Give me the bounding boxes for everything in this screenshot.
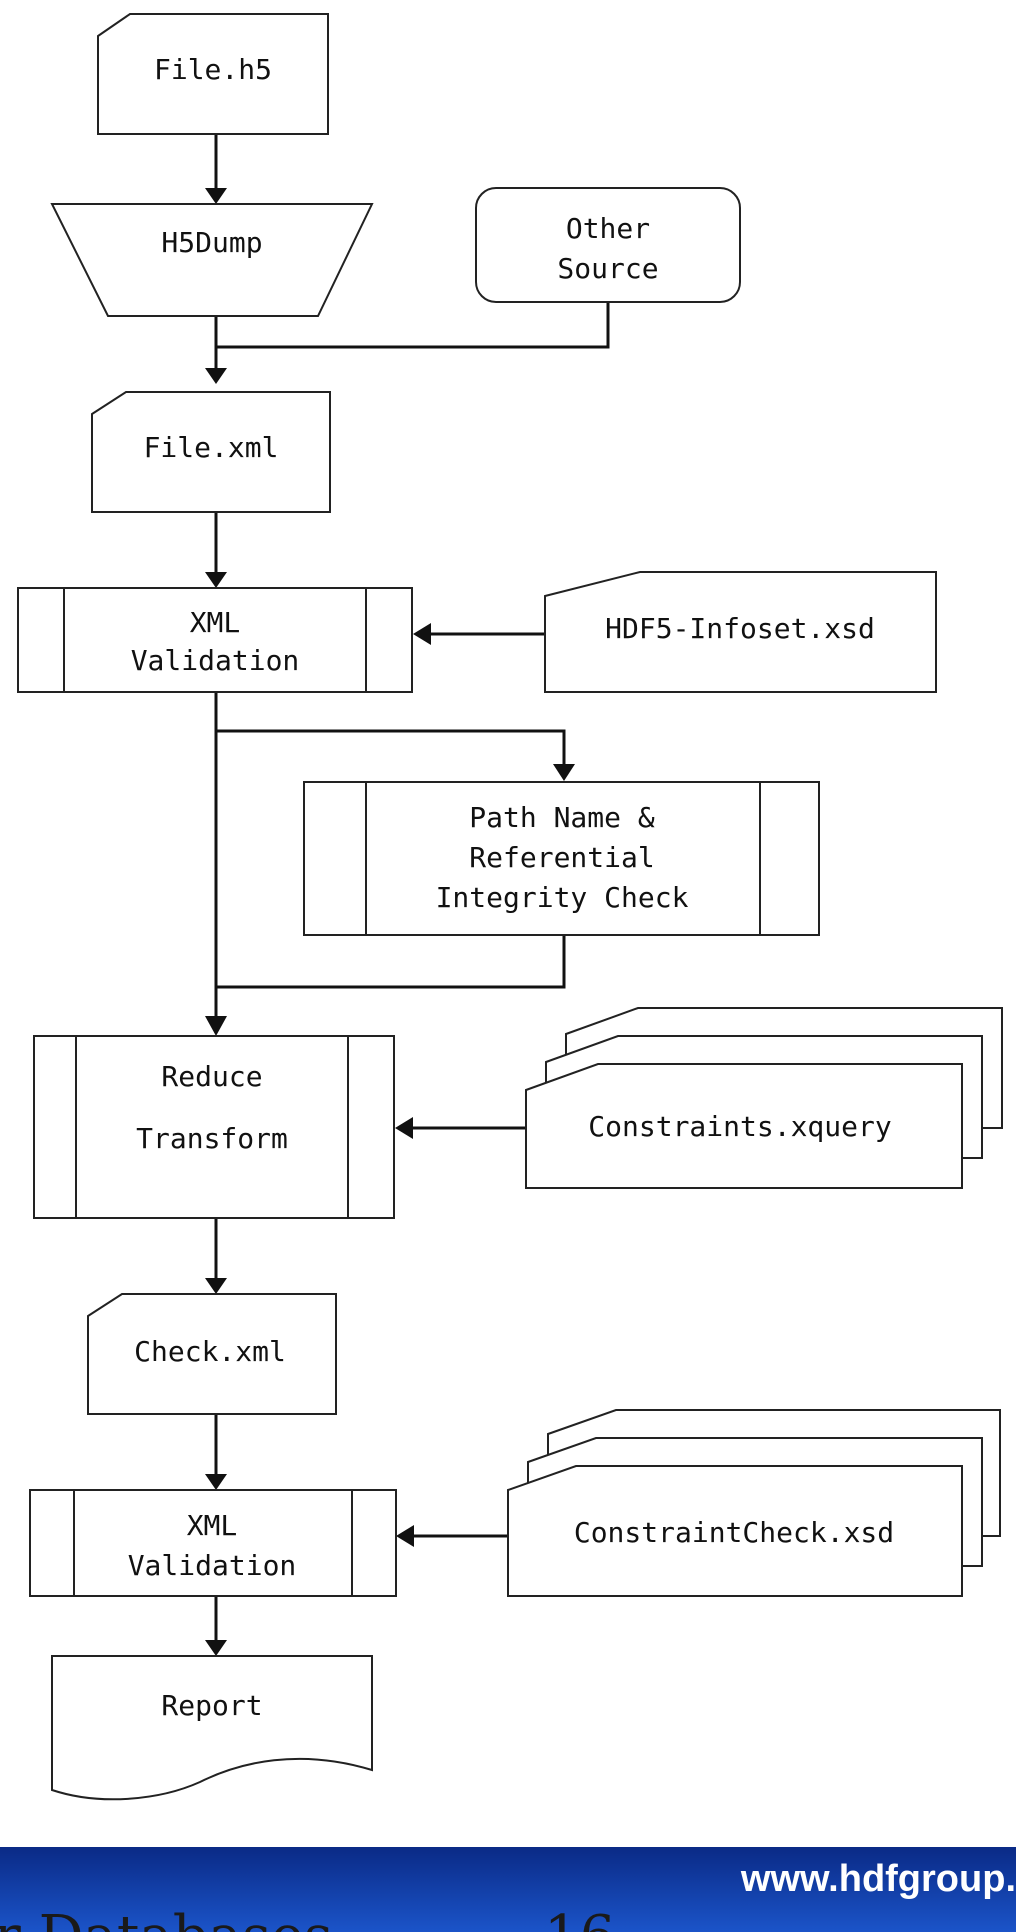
node-file-h5: File.h5: [97, 13, 329, 135]
node-path-check: Path Name & Referential Integrity Check: [303, 781, 820, 936]
arrowhead-infoset: [413, 623, 431, 645]
node-file-xml: File.xml: [91, 391, 331, 513]
node-other-source: Other Source: [475, 187, 741, 303]
path-check-line3: Integrity Check: [436, 881, 689, 914]
edge-othersource-to-merge: [216, 302, 610, 349]
xml-validation-1-line1: XML: [190, 606, 241, 639]
footer-url: www.hdfgroup.: [740, 1858, 1016, 1900]
path-check-line2: Referential: [469, 841, 654, 874]
arrowhead-validation-1: [205, 572, 227, 588]
node-constraints-xquery: Constraints.xquery: [525, 1007, 1003, 1189]
footer-page-number: 16: [544, 1904, 615, 1932]
arrowhead-constraints: [395, 1117, 413, 1139]
xml-validation-1-line2: Validation: [131, 644, 300, 677]
file-h5-label: File.h5: [154, 53, 272, 86]
file-xml-label: File.xml: [144, 431, 279, 464]
node-xml-validation-2: XML Validation: [29, 1489, 397, 1597]
other-source-label-line1: Other: [566, 212, 650, 245]
arrowhead-h5dump: [205, 188, 227, 204]
arrowhead-constraintcheck: [396, 1525, 414, 1547]
node-reduce-transform: Reduce Transform: [33, 1035, 395, 1219]
reduce-transform-line1: Reduce: [161, 1060, 262, 1093]
node-check-xml: Check.xml: [87, 1293, 337, 1415]
arrowhead-validation-2: [205, 1474, 227, 1490]
node-hdf5-infoset-xsd: HDF5-Infoset.xsd: [544, 571, 937, 693]
edge-branch-to-pathcheck: [216, 729, 566, 764]
constraint-check-xsd-label: ConstraintCheck.xsd: [574, 1516, 894, 1549]
xml-validation-2-line1: XML: [187, 1509, 238, 1542]
xml-validation-2-line2: Validation: [128, 1549, 297, 1582]
footer-title-fragment: r Databases: [0, 1904, 333, 1932]
arrowhead-pathcheck: [553, 764, 575, 781]
arrowhead-report: [205, 1640, 227, 1656]
connectors: [205, 134, 610, 1656]
arrowhead-reduce: [205, 1016, 227, 1036]
other-source-label-line2: Source: [557, 252, 658, 285]
report-label: Report: [161, 1689, 262, 1722]
node-xml-validation-1: XML Validation: [17, 587, 413, 693]
arrowhead-filexml: [205, 368, 227, 384]
check-xml-label: Check.xml: [134, 1335, 286, 1368]
reduce-transform-line2: Transform: [136, 1122, 288, 1155]
path-check-line1: Path Name &: [469, 801, 655, 834]
h5dump-label: H5Dump: [161, 226, 262, 259]
node-h5dump: H5Dump: [50, 203, 374, 317]
edge-pathcheck-return: [216, 935, 566, 989]
node-report: Report: [51, 1655, 373, 1801]
constraints-xquery-label: Constraints.xquery: [588, 1110, 891, 1143]
arrowhead-checkxml: [205, 1278, 227, 1294]
node-constraint-check-xsd: ConstraintCheck.xsd: [507, 1409, 1001, 1597]
hdf5-infoset-label: HDF5-Infoset.xsd: [605, 612, 875, 645]
footer-banner: www.hdfgroup. r Databases 16: [0, 1847, 1016, 1932]
